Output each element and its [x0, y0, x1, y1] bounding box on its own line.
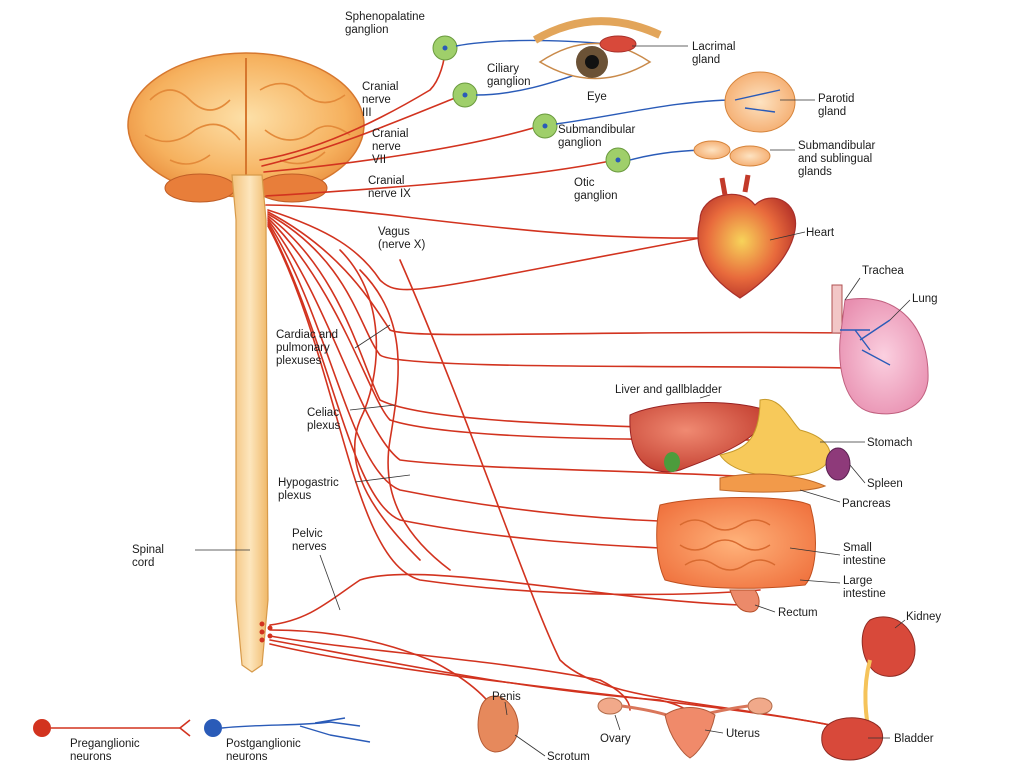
pelvic-nerve-fibers — [269, 259, 831, 726]
label-otic-line1: Otic — [574, 177, 595, 189]
label-cranial9-line1: Cranial — [368, 175, 404, 187]
label-cranial3-line1: Cranial — [362, 81, 398, 93]
label-uterus: Uterus — [726, 728, 760, 740]
label-vagus-line1: Vagus — [378, 226, 410, 238]
label-lung: Lung — [912, 293, 938, 305]
label-lacrimal-line2: gland — [692, 54, 720, 66]
parotid-gland — [724, 71, 796, 133]
vagus-plexus-fibers — [267, 209, 846, 596]
label-large-intestine-line1: Large — [843, 575, 872, 587]
bladder — [821, 717, 884, 761]
liver — [629, 402, 771, 473]
label-cranial9-line2: nerve IX — [368, 188, 411, 200]
label-cranial7-line3: VII — [372, 154, 386, 166]
label-hypogastric-line2: plexus — [278, 490, 311, 502]
legend-preganglionic-line2: neurons — [70, 751, 112, 763]
label-liver: Liver and gallbladder — [615, 384, 722, 396]
label-submandibular-glands-line2: and sublingual — [798, 153, 872, 165]
label-sphenopalatine-line2: ganglion — [345, 24, 388, 36]
label-submandibular-glands-line3: glands — [798, 166, 832, 178]
label-celiac-line1: Celiac — [307, 407, 339, 419]
label-hypogastric-line1: Hypogastric — [278, 477, 339, 489]
label-small-intestine-line1: Small — [843, 542, 872, 554]
label-small-intestine-line2: intestine — [843, 555, 886, 567]
label-cardiac-line2: pulmonary — [276, 342, 330, 354]
label-cardiac-line3: plexuses — [276, 355, 322, 367]
legend-preganglionic: Preganglionic neurons — [33, 719, 191, 763]
label-large-intestine-line2: intestine — [843, 588, 886, 600]
label-cardiac-line1: Cardiac and — [276, 329, 338, 341]
legend-postganglionic: Postganglionic neurons — [204, 717, 371, 763]
uterus-ovaries — [597, 697, 773, 759]
label-cranial3-line2: nerve — [362, 94, 391, 106]
label-pancreas: Pancreas — [842, 498, 891, 510]
label-celiac-line2: plexus — [307, 420, 340, 432]
label-pelvic-line1: Pelvic — [292, 528, 323, 540]
label-stomach: Stomach — [867, 437, 912, 449]
heart — [697, 174, 797, 299]
lung — [839, 298, 929, 415]
intestines — [656, 497, 816, 589]
spleen — [825, 447, 851, 481]
spinal-cord — [231, 174, 273, 673]
penis-scrotum — [477, 695, 519, 753]
legend-postganglionic-line2: neurons — [226, 751, 268, 763]
label-spleen: Spleen — [867, 478, 903, 490]
kidney — [861, 616, 916, 736]
label-vagus-line2: (nerve X) — [378, 239, 425, 251]
labels: Sphenopalatine ganglion Lacrimal gland C… — [132, 11, 941, 763]
label-parotid-line1: Parotid — [818, 93, 854, 105]
trachea — [831, 284, 843, 334]
label-ciliary-line2: ganglion — [487, 76, 530, 88]
label-penis: Penis — [492, 691, 521, 703]
label-bladder: Bladder — [894, 733, 934, 745]
label-parotid-line2: gland — [818, 106, 846, 118]
legend-postganglionic-line1: Postganglionic — [226, 738, 301, 750]
label-submandibular-ganglion-line2: ganglion — [558, 137, 601, 149]
label-sphenopalatine-line1: Sphenopalatine — [345, 11, 425, 23]
label-scrotum: Scrotum — [547, 751, 590, 763]
label-spinal-line2: cord — [132, 557, 154, 569]
label-rectum: Rectum — [778, 607, 818, 619]
label-heart: Heart — [806, 227, 835, 239]
label-submandibular-glands-line1: Submandibular — [798, 140, 876, 152]
label-ovary: Ovary — [600, 733, 631, 745]
label-lacrimal-line1: Lacrimal — [692, 41, 735, 53]
submandibular-glands — [693, 140, 771, 167]
cranial-nerve-fibers — [259, 47, 701, 239]
stomach — [719, 398, 831, 477]
legend-preganglionic-line1: Preganglionic — [70, 738, 140, 750]
label-spinal-line1: Spinal — [132, 544, 164, 556]
label-cranial7-line2: nerve — [372, 141, 401, 153]
ganglia — [432, 35, 631, 173]
legend: Preganglionic neurons Postganglionic neu… — [33, 717, 371, 763]
pancreas — [719, 473, 827, 493]
label-submandibular-ganglion-line1: Submandibular — [558, 124, 636, 136]
label-otic-line2: ganglion — [574, 190, 617, 202]
label-cranial7-line1: Cranial — [372, 128, 408, 140]
label-ciliary-line1: Ciliary — [487, 63, 519, 75]
label-kidney: Kidney — [906, 611, 941, 623]
label-pelvic-line2: nerves — [292, 541, 327, 553]
label-cranial3-line3: III — [362, 107, 372, 119]
leader-lines — [195, 45, 911, 757]
label-eye: Eye — [587, 91, 607, 103]
label-trachea: Trachea — [862, 265, 904, 277]
eye — [532, 17, 662, 80]
rectum — [729, 589, 760, 613]
